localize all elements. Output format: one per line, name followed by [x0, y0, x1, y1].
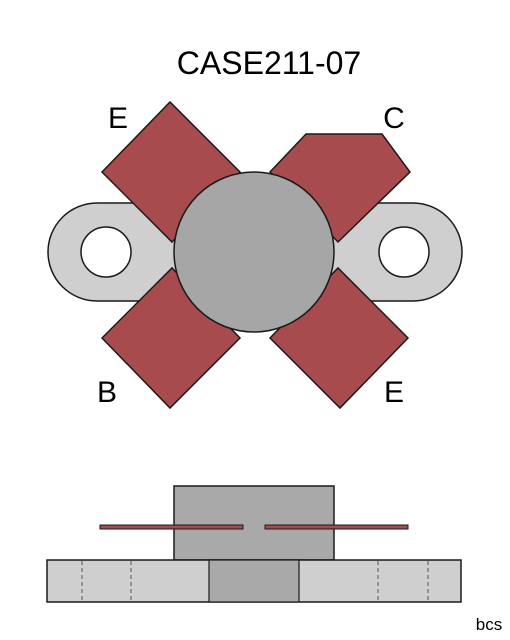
mounting-hole-left: [80, 226, 132, 278]
pin-label-top-right: C: [383, 102, 405, 135]
top-view: E C B E: [47, 100, 463, 410]
pin-label-top-left: E: [108, 102, 128, 135]
mounting-hole-right: [378, 226, 430, 278]
package-body-side: [173, 485, 335, 561]
lead-side-left: [99, 524, 244, 530]
credit-text: bcs: [476, 615, 502, 634]
flange-side-center-block: [208, 559, 300, 603]
side-view: [46, 485, 462, 603]
pin-label-bottom-left: B: [97, 376, 117, 409]
pin-label-bottom-right: E: [384, 376, 404, 409]
lead-side-right: [264, 524, 409, 530]
package-body-top: [173, 171, 335, 333]
package-title: CASE211-07: [177, 45, 361, 81]
